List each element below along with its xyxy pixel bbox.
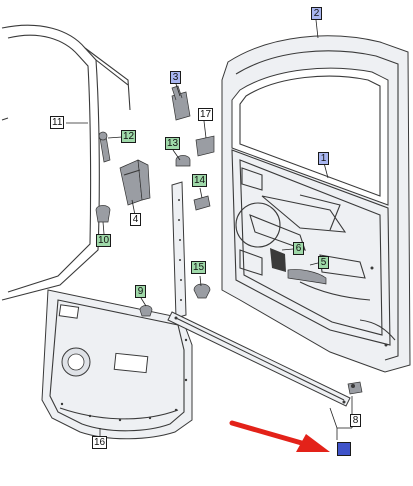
red-pointer-arrow [229,420,330,452]
callout-7-highlighted [337,442,351,456]
glass-run-channel [171,181,187,319]
callout-16: 16 [92,436,108,449]
callout-11: 11 [50,116,65,129]
callout-12: 12 [121,130,137,143]
callout-17: 17 [198,108,214,121]
callout-1: 1 [318,152,329,165]
check-strap-bracket [119,159,151,206]
door-trim-panel [41,289,193,440]
callout-10: 10 [96,234,112,247]
bottom-rail-strip [167,311,351,407]
inner-handle [270,248,327,285]
callout-9: 9 [135,285,146,298]
callout-5: 5 [318,256,329,269]
callout-15: 15 [191,261,207,274]
callout-3: 3 [170,71,181,84]
callout-2: 2 [311,7,322,20]
callout-8: 8 [350,414,361,427]
body-door-opening [1,24,131,301]
door-shell [221,35,411,373]
fasteners [95,85,363,395]
callout-14: 14 [192,174,208,187]
callout-13: 13 [165,137,181,150]
callout-6: 6 [293,242,304,255]
callout-4: 4 [130,213,141,226]
